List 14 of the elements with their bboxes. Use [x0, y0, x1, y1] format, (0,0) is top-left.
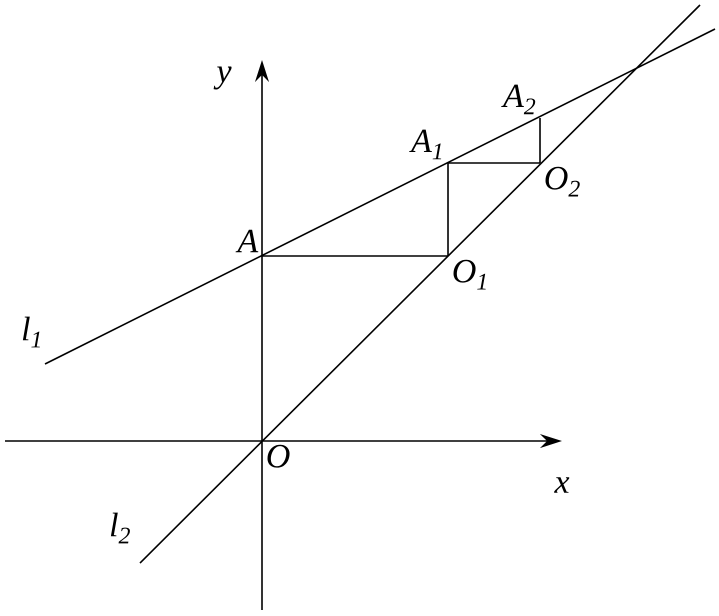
segment — [447, 163, 449, 256]
point-label: O — [268, 444, 290, 468]
point-label: A — [236, 230, 258, 252]
point-label: A$_{1}$ — [409, 130, 442, 160]
segment — [448, 162, 540, 164]
segment — [262, 255, 448, 257]
axis-label: y — [214, 66, 232, 90]
point-label: A$_{2}$ — [501, 84, 536, 114]
segment — [539, 118, 541, 163]
line-label: l$_{1}$ — [22, 316, 40, 348]
line-label: l$_{2}$ — [110, 512, 130, 544]
axis-label: x — [554, 477, 570, 493]
point-label: O$_{2}$ — [546, 166, 580, 196]
point-label: O$_{1}$ — [454, 260, 486, 290]
